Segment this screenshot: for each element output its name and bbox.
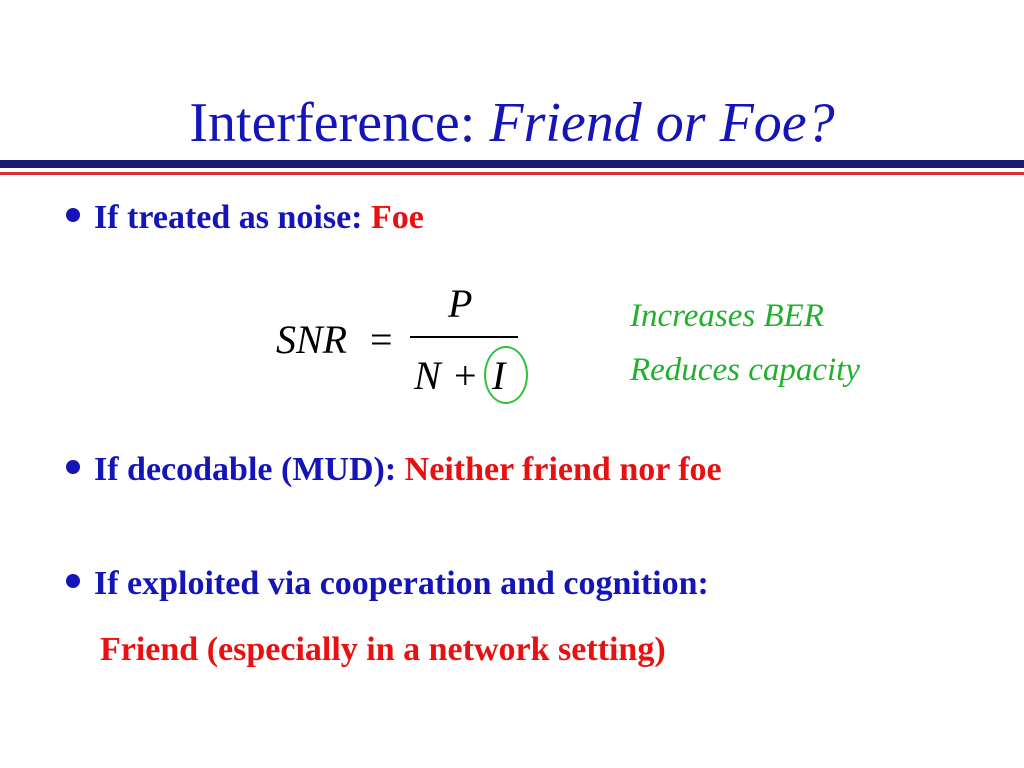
equation-denominator-left: N xyxy=(414,353,441,398)
title-italic: Friend or Foe? xyxy=(489,92,835,154)
bullet-dot-icon xyxy=(66,460,80,474)
note-reduces-capacity: Reduces capacity xyxy=(630,352,860,388)
bullet-decodable-text: If decodable (MUD): xyxy=(94,451,405,488)
bullet-decodable-highlight: Neither friend nor foe xyxy=(404,451,722,488)
bullet-noise-text: If treated as noise: xyxy=(94,199,371,236)
equation-numerator: P xyxy=(448,281,473,326)
equation-equals: = xyxy=(370,317,393,362)
bullet-dot-icon xyxy=(66,208,80,222)
fraction-bar xyxy=(410,336,518,338)
bullet-cooperation-continuation: Friend (especially in a network setting) xyxy=(100,631,666,668)
bullet-noise: If treated as noise: Foe xyxy=(66,198,424,238)
slide-title: Interference: Friend or Foe? xyxy=(0,88,1024,158)
equation-plus: + xyxy=(454,353,477,398)
note-increases-ber: Increases BER xyxy=(630,298,824,334)
equation-lhs: SNR xyxy=(276,317,348,362)
bullet-noise-highlight: Foe xyxy=(371,199,424,236)
title-divider-red xyxy=(0,172,1024,175)
bullet-cooperation-text: If exploited via cooperation and cogniti… xyxy=(94,565,709,602)
title-divider-blue xyxy=(0,160,1024,168)
interference-highlight-circle xyxy=(484,346,528,404)
snr-equation: SNR = P N + I xyxy=(270,280,540,404)
bullet-cooperation: If exploited via cooperation and cogniti… xyxy=(66,564,709,604)
title-prefix: Interference: xyxy=(189,92,490,154)
bullet-dot-icon xyxy=(66,574,80,588)
bullet-decodable: If decodable (MUD): Neither friend nor f… xyxy=(66,450,722,490)
